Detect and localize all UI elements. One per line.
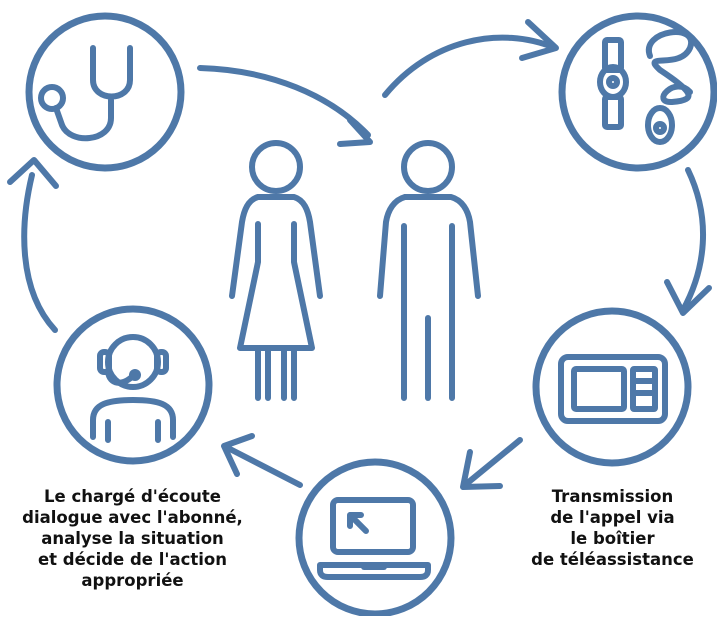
- operator-caption-line: appropriée: [81, 571, 184, 590]
- arrow-stethoscope-to-people: [197, 65, 373, 147]
- arrow-operator-to-stethoscope: [7, 157, 59, 333]
- woman-figure-icon: [229, 140, 323, 401]
- operator-circle: [53, 305, 213, 465]
- operator-caption-line: analyse la situation: [41, 529, 224, 548]
- pendant-alarm-icon: [597, 29, 695, 145]
- teleassistance-circle: [532, 307, 692, 467]
- teleassistance-box-icon: [558, 354, 668, 424]
- transmission-caption-line: le boîtier: [570, 529, 655, 548]
- arrow-people-to-pendant: [382, 19, 559, 98]
- arrow-pendant-to-box: [664, 167, 712, 316]
- transmission-caption-line: Transmission: [551, 487, 674, 506]
- pendant-circle: [558, 12, 717, 172]
- transmission-caption: Transmission de l'appel via le boîtier d…: [510, 486, 715, 570]
- operator-caption: Le chargé d'écoute dialogue avec l'abonn…: [0, 486, 265, 591]
- stethoscope-circle: [25, 12, 185, 172]
- laptop-circle: [295, 458, 455, 618]
- arrow-laptop-to-operator: [221, 433, 303, 488]
- operator-caption-line: dialogue avec l'abonné,: [22, 508, 243, 527]
- man-figure-icon: [377, 140, 481, 401]
- operator-caption-line: Le chargé d'écoute: [44, 487, 221, 506]
- operator-caption-line: et décide de l'action: [37, 550, 227, 569]
- transmission-caption-line: de téléassistance: [531, 550, 694, 569]
- laptop-icon: [317, 497, 431, 580]
- stethoscope-icon: [38, 45, 133, 142]
- call-operator-icon: [90, 334, 176, 443]
- transmission-caption-line: de l'appel via: [550, 508, 675, 527]
- arrow-box-to-laptop: [460, 437, 523, 490]
